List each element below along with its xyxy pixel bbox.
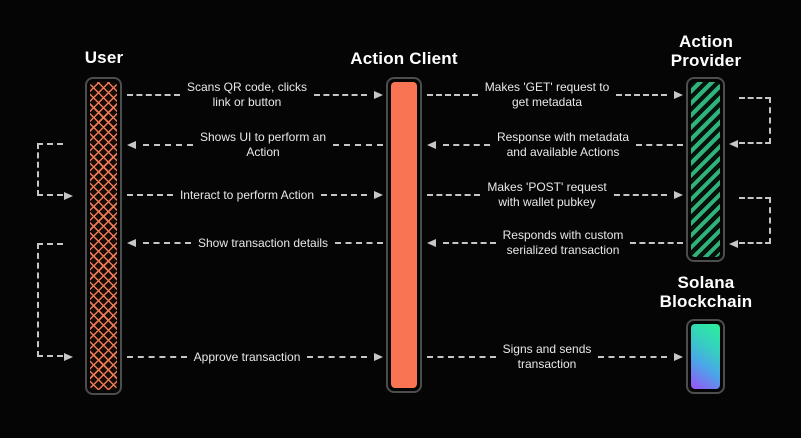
message-label-line1: Signs and sends bbox=[502, 342, 592, 356]
dashed-line bbox=[427, 194, 481, 196]
actor-title-solana-line1: Solana bbox=[677, 273, 735, 292]
crosshatch-pattern bbox=[90, 82, 117, 390]
message-label-line2: link or button bbox=[212, 95, 282, 109]
arrowhead-right-icon bbox=[374, 353, 384, 361]
message-label: Responds with custom serialized transact… bbox=[503, 228, 624, 258]
actor-title-user: User bbox=[84, 48, 124, 67]
message-signs-and-sends: Signs and sends transaction bbox=[427, 340, 684, 374]
self-loop-user-bottom bbox=[37, 243, 73, 361]
message-label: Response with metadata and available Act… bbox=[497, 130, 629, 160]
dashed-line bbox=[314, 94, 368, 96]
message-label: Approve transaction bbox=[194, 350, 301, 365]
message-makes-post-request: Makes 'POST' request with wallet pubkey bbox=[427, 178, 684, 212]
message-label-line1: Shows UI to perform an bbox=[199, 130, 327, 144]
dashed-line bbox=[613, 194, 668, 196]
message-label-line2: with wallet pubkey bbox=[498, 195, 596, 209]
dashed-line bbox=[427, 356, 496, 358]
actor-title-action-client: Action Client bbox=[350, 49, 458, 68]
message-shows-ui: Shows UI to perform an Action bbox=[127, 128, 383, 162]
self-loop-provider-top bbox=[729, 97, 771, 148]
lifeline-bar-user bbox=[85, 77, 122, 395]
message-responds-with-transaction: Responds with custom serialized transact… bbox=[427, 226, 684, 260]
dashed-line bbox=[443, 242, 496, 244]
dashed-line bbox=[127, 356, 187, 358]
diagonal-hatch-pattern bbox=[691, 82, 720, 257]
dashed-line bbox=[598, 356, 668, 358]
message-label: Shows UI to perform an Action bbox=[200, 130, 326, 160]
message-label-line2: and available Actions bbox=[506, 145, 620, 159]
message-interact-to-perform-action: Interact to perform Action bbox=[127, 178, 383, 212]
message-label-line1: Responds with custom bbox=[502, 228, 624, 242]
message-label: Signs and sends transaction bbox=[503, 342, 592, 372]
message-label: Makes 'GET' request to get metadata bbox=[485, 80, 610, 110]
message-label-line1: Makes 'GET' request to bbox=[484, 80, 610, 94]
arrowhead-right-icon bbox=[674, 191, 684, 199]
message-label: Interact to perform Action bbox=[180, 188, 314, 203]
actor-title-action-provider-line2: Provider bbox=[670, 51, 742, 70]
solana-gradient-fill bbox=[691, 324, 720, 389]
dashed-line bbox=[616, 94, 668, 96]
actor-title-action-provider-line1: Action bbox=[678, 32, 734, 51]
message-label-line2: serialized transaction bbox=[506, 243, 620, 257]
message-label-line1: Makes 'POST' request bbox=[487, 180, 607, 194]
message-label-line1: Scans QR code, clicks bbox=[186, 80, 308, 94]
arrowhead-left-icon bbox=[729, 140, 738, 148]
arrowhead-left-icon bbox=[427, 239, 436, 247]
arrowhead-left-icon bbox=[729, 240, 738, 248]
dashed-line bbox=[636, 144, 684, 146]
message-scans-qr-code: Scans QR code, clicks link or button bbox=[127, 78, 384, 112]
message-label: Makes 'POST' request with wallet pubkey bbox=[487, 180, 606, 210]
self-loop-user-top bbox=[37, 143, 73, 200]
message-label: Scans QR code, clicks link or button bbox=[187, 80, 307, 110]
actor-title-solana-blockchain: Solana Blockchain bbox=[636, 273, 776, 311]
message-label-line1: Response with metadata bbox=[496, 130, 630, 144]
arrowhead-left-icon bbox=[127, 141, 136, 149]
message-label-line1: Approve transaction bbox=[193, 349, 301, 364]
dashed-line bbox=[307, 356, 368, 358]
lifeline-bar-action-provider bbox=[686, 77, 725, 262]
dashed-line bbox=[127, 194, 173, 196]
message-response-with-metadata: Response with metadata and available Act… bbox=[427, 128, 684, 162]
message-label: Show transaction details bbox=[198, 236, 328, 251]
dashed-line bbox=[143, 242, 191, 244]
dashed-line bbox=[427, 94, 478, 96]
arrowhead-right-icon bbox=[64, 353, 73, 361]
dashed-line bbox=[335, 242, 384, 244]
dashed-line bbox=[143, 144, 193, 146]
actor-title-solana-line2: Blockchain bbox=[659, 292, 753, 311]
message-show-transaction-details: Show transaction details bbox=[127, 226, 384, 260]
self-loop-provider-bottom bbox=[729, 197, 771, 248]
message-approve-transaction: Approve transaction bbox=[127, 340, 384, 374]
arrowhead-right-icon bbox=[674, 353, 684, 361]
dashed-line bbox=[127, 94, 180, 96]
message-label-line2: Action bbox=[246, 145, 280, 159]
solid-orange-fill bbox=[391, 82, 417, 388]
arrowhead-left-icon bbox=[427, 141, 436, 149]
message-label-line2: get metadata bbox=[511, 95, 583, 109]
lifeline-bar-action-client bbox=[386, 77, 422, 393]
dashed-line bbox=[443, 144, 490, 146]
dashed-line bbox=[321, 194, 367, 196]
dashed-line bbox=[333, 144, 383, 146]
arrowhead-left-icon bbox=[127, 239, 136, 247]
message-label-line1: Show transaction details bbox=[197, 235, 329, 250]
arrowhead-right-icon bbox=[374, 91, 384, 99]
lifeline-bar-solana-blockchain bbox=[686, 319, 725, 394]
message-label-line2: transaction bbox=[517, 357, 577, 371]
arrowhead-right-icon bbox=[374, 191, 383, 199]
message-makes-get-request: Makes 'GET' request to get metadata bbox=[427, 78, 684, 112]
actor-title-action-provider: Action Provider bbox=[646, 32, 766, 70]
message-label-line1: Interact to perform Action bbox=[179, 187, 315, 202]
dashed-line bbox=[630, 242, 684, 244]
arrowhead-right-icon bbox=[64, 192, 73, 200]
arrowhead-right-icon bbox=[674, 91, 684, 99]
